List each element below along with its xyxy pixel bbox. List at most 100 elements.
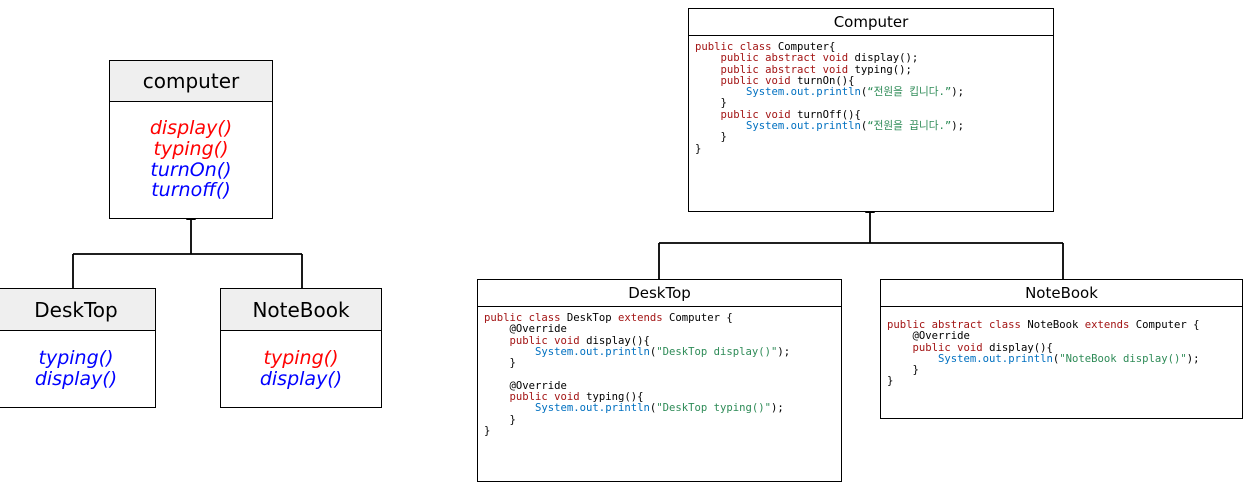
abstract-method: display() xyxy=(149,117,233,140)
code-line: } xyxy=(695,143,701,155)
code-text: } xyxy=(695,131,727,144)
code-text: display(); xyxy=(848,52,919,65)
code-text xyxy=(695,86,746,98)
code-text xyxy=(484,346,535,358)
uml-class-name: NoteBook xyxy=(221,289,381,331)
uml-class-name: computer xyxy=(110,61,272,102)
code-keyword: public void xyxy=(912,341,983,354)
code-type: System.out.println xyxy=(535,345,650,358)
code-text: ( xyxy=(649,402,657,415)
code-text xyxy=(887,353,938,365)
code-line: System.out.println("DeskTop typing()"); xyxy=(484,402,784,414)
code-text: ); xyxy=(951,86,964,99)
code-line: } xyxy=(484,357,516,369)
abstract-method: typing() xyxy=(153,137,229,160)
code-text: turnOff(){ xyxy=(790,108,861,121)
uml-method-list: display()typing()turnOn()turnoff() xyxy=(110,102,272,217)
code-keyword: public abstract void xyxy=(720,63,849,76)
code-line: public void turnOn(){ xyxy=(695,74,855,87)
code-line: public abstract class NoteBook extends C… xyxy=(887,319,1200,331)
code-text: Computer { xyxy=(662,312,733,324)
code-text: @Override xyxy=(887,330,970,343)
code-text xyxy=(695,64,721,76)
code-line: } xyxy=(484,414,516,426)
concrete-method: turnOn() xyxy=(150,158,232,181)
code-box-desktop: DeskTop public class DeskTop extends Com… xyxy=(477,279,842,482)
code-text: display(){ xyxy=(579,334,650,347)
code-text: } xyxy=(887,375,894,388)
code-keyword: public void xyxy=(720,108,791,121)
code-string: “전원을 끕니다.” xyxy=(867,120,952,133)
code-text: ( xyxy=(1052,352,1060,365)
code-text xyxy=(887,342,913,354)
code-text: @Override xyxy=(484,379,567,392)
code-text: } xyxy=(887,364,919,377)
code-text: @Override xyxy=(484,323,567,336)
code-text xyxy=(484,402,535,414)
code-string: "NoteBook display()" xyxy=(1059,352,1187,365)
code-text: ( xyxy=(860,120,868,133)
code-box-title: DeskTop xyxy=(478,280,841,307)
code-line: System.out.println(“전원을 킵니다.”); xyxy=(695,86,964,98)
code-type: System.out.println xyxy=(746,120,861,133)
code-text xyxy=(484,391,510,403)
code-text xyxy=(695,120,746,132)
concrete-method: display() xyxy=(259,367,343,390)
code-text: } xyxy=(695,97,727,110)
abstract-method: typing() xyxy=(263,346,339,369)
code-text: NoteBook xyxy=(1020,319,1085,331)
code-box-title: Computer xyxy=(689,9,1053,36)
code-text: ); xyxy=(771,402,784,415)
uml-inheritance-lines xyxy=(72,211,303,288)
code-text: } xyxy=(695,142,702,155)
code-box-title: NoteBook xyxy=(881,280,1242,307)
code-text: ); xyxy=(951,120,964,133)
code-line: } xyxy=(695,131,727,143)
code-text: DeskTop xyxy=(560,312,618,324)
code-line: } xyxy=(887,375,893,387)
code-string: “전원을 킵니다.” xyxy=(867,86,952,99)
code-text: ( xyxy=(649,345,657,358)
code-keyword: public class xyxy=(484,312,561,324)
code-text: Computer{ xyxy=(771,41,836,53)
uml-method-list: typing()display() xyxy=(0,331,155,406)
code-type: System.out.println xyxy=(535,402,650,415)
code-keyword: public void xyxy=(720,74,791,87)
code-text xyxy=(484,335,510,347)
concrete-method: display() xyxy=(34,367,118,390)
code-keyword: extends xyxy=(617,312,663,324)
uml-class-notebook: NoteBook typing()display() xyxy=(220,288,382,408)
code-line: public abstract void display(); xyxy=(695,52,919,65)
uml-class-name: DeskTop xyxy=(0,289,155,331)
code-listing: public class DeskTop extends Computer { … xyxy=(478,307,841,437)
code-text: typing(); xyxy=(848,63,912,76)
code-text: } xyxy=(484,413,516,426)
code-line: } xyxy=(695,97,727,109)
code-text: ); xyxy=(777,345,791,358)
code-keyword: public class xyxy=(695,41,772,53)
code-text: ( xyxy=(860,86,868,99)
uml-class-desktop: DeskTop typing()display() xyxy=(0,288,156,408)
code-text: typing(){ xyxy=(579,391,644,404)
code-line: } xyxy=(484,425,490,437)
code-text xyxy=(695,109,721,121)
code-line: @Override xyxy=(484,323,567,335)
code-text: Computer { xyxy=(1129,319,1200,331)
code-box-computer: Computer public class Computer{ public a… xyxy=(688,8,1054,212)
code-type: System.out.println xyxy=(938,352,1053,365)
code-line: @Override xyxy=(484,380,567,392)
code-keyword: public void xyxy=(509,334,580,347)
code-line: public class Computer{ xyxy=(695,41,835,53)
code-listing: public abstract class NoteBook extends C… xyxy=(881,307,1242,388)
code-line: System.out.println(“전원을 끕니다.”); xyxy=(695,120,964,132)
code-box-notebook: NoteBook public abstract class NoteBook … xyxy=(880,279,1243,419)
code-line: public void display(){ xyxy=(484,335,650,347)
uml-class-computer: computer display()typing()turnOn()turnof… xyxy=(109,60,273,219)
code-text: } xyxy=(484,357,516,370)
code-keyword: public void xyxy=(509,391,580,404)
code-line: } xyxy=(887,364,919,376)
code-line: public abstract void typing(); xyxy=(695,64,912,76)
code-line: System.out.println("NoteBook display()")… xyxy=(887,353,1200,365)
concrete-method: typing() xyxy=(38,346,114,369)
